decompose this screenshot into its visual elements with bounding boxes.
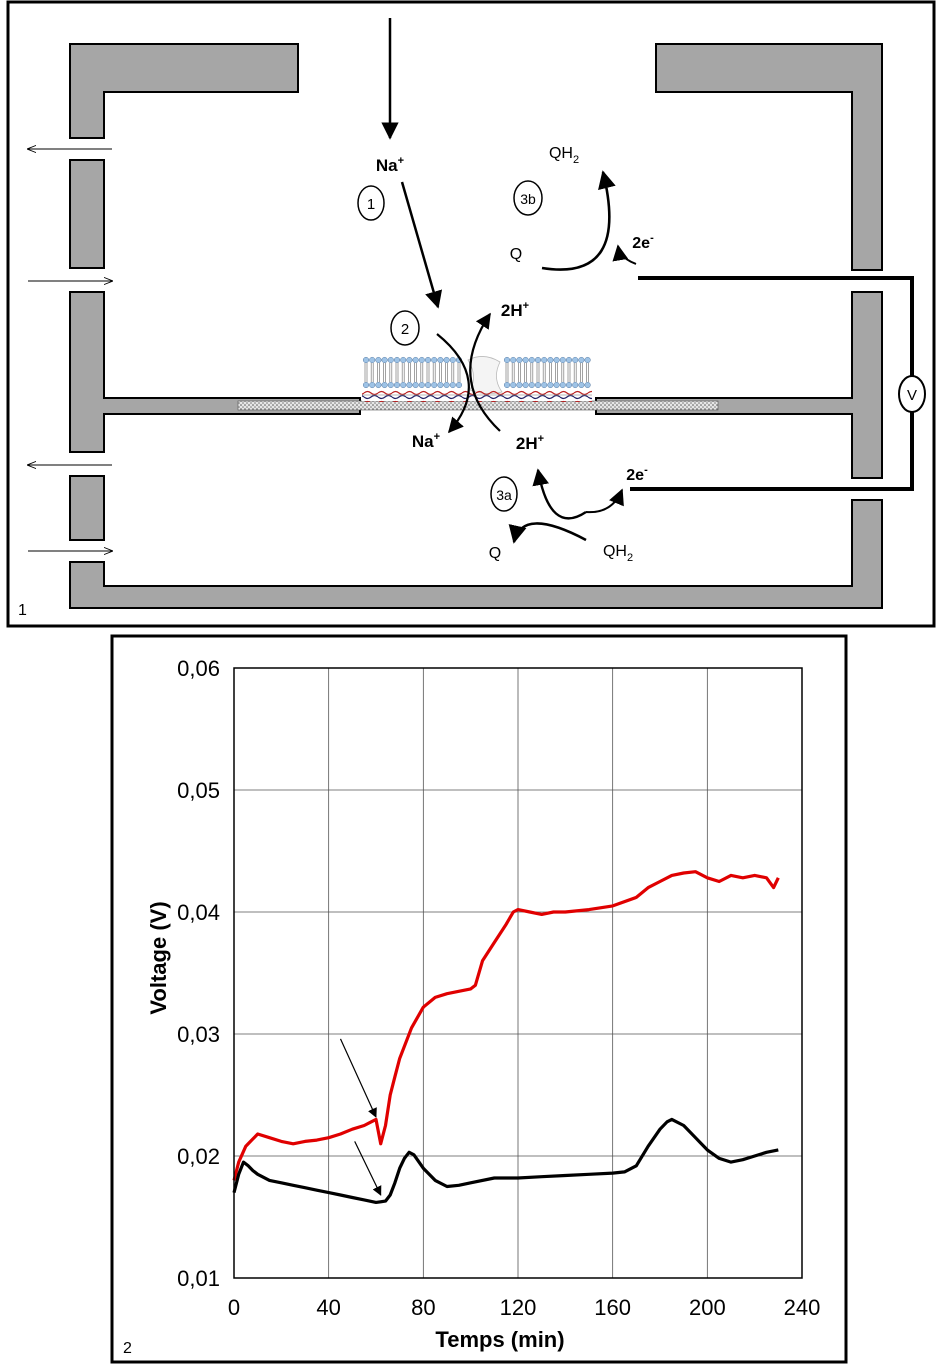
- x-tick-label: 40: [316, 1295, 340, 1320]
- reduction-arrow-top: [541, 170, 616, 271]
- y-tick-label: 0,05: [177, 778, 220, 803]
- x-tick-label: 200: [689, 1295, 726, 1320]
- step-2-label: 2: [401, 321, 409, 338]
- proton-translocation-arrow: [469, 312, 501, 432]
- panel-2-number: 2: [123, 1340, 132, 1357]
- chart-series: [232, 870, 780, 1205]
- label-q-bottom: Q: [489, 545, 501, 562]
- step-1-marker: [357, 185, 385, 221]
- chamber-walls: [69, 43, 883, 609]
- left-wall-top: [69, 43, 299, 139]
- series-line-red: [232, 870, 780, 1181]
- left-wall-mid-upper: [69, 159, 105, 269]
- panel-1-number: 1: [18, 602, 27, 619]
- electron-arrow-top: [612, 244, 637, 265]
- bottom-wall: [69, 499, 883, 609]
- step-2-marker: [390, 310, 420, 346]
- panel-1-frame: [6, 0, 936, 628]
- flow-arrows: [28, 149, 112, 551]
- step-1-label: 1: [367, 196, 375, 213]
- label-2h-top: 2H+: [501, 300, 529, 320]
- proton-release-arrow: [532, 468, 587, 520]
- y-tick-label: 0,04: [177, 900, 220, 925]
- label-2e-bottom: 2e-: [626, 464, 648, 484]
- y-tick-label: 0,03: [177, 1022, 220, 1047]
- electrode-bottom: [630, 411, 914, 491]
- voltmeter-icon: [898, 375, 926, 413]
- label-q-top: Q: [510, 246, 522, 263]
- voltmeter-label: V: [907, 387, 917, 404]
- chart-ticks: 0 40 80 120 160 200 240 0,01 0,02 0,03 0,04 0,05 0,0…: [177, 656, 820, 1320]
- right-wall-top: [655, 43, 883, 271]
- left-wall-mid: [69, 291, 361, 453]
- label-qh2-bottom: QH2: [603, 543, 633, 564]
- label-2e-top: 2e-: [632, 232, 654, 252]
- annotation-arrow: [354, 1141, 382, 1196]
- annotation-arrow: [339, 1038, 377, 1118]
- lipid-bilayer-left: [362, 356, 463, 389]
- lipid-bilayer-right: [503, 356, 591, 389]
- step-3a-label: 3a: [496, 487, 512, 503]
- label-na-top: Na+: [376, 155, 404, 175]
- chart-grid: [233, 667, 803, 1279]
- right-wall-mid: [595, 291, 883, 479]
- step-3a-marker: [490, 476, 518, 512]
- label-qh2-top: QH2: [549, 145, 579, 166]
- y-tick-label: 0,06: [177, 656, 220, 681]
- label-na-bottom: Na+: [412, 431, 440, 451]
- x-tick-label: 80: [411, 1295, 435, 1320]
- polymer-cushion: [362, 390, 592, 402]
- electrode-top: [638, 276, 914, 377]
- y-tick-label: 0,01: [177, 1266, 220, 1291]
- panel-2-frame: [110, 634, 848, 1364]
- step-3b-marker: [513, 180, 543, 216]
- x-tick-label: 240: [784, 1295, 821, 1320]
- electron-arrow-bottom: [585, 488, 624, 514]
- chart-annotations: [339, 1038, 382, 1196]
- lipid-membrane: [362, 355, 592, 402]
- oxidation-arrow-bottom: [508, 522, 587, 544]
- label-2h-bottom: 2H+: [516, 433, 544, 453]
- na-diffusion-arrow: [400, 181, 443, 309]
- left-wall-mid-lower: [69, 475, 105, 541]
- step-3b-label: 3b: [520, 191, 536, 207]
- x-tick-label: 160: [594, 1295, 631, 1320]
- x-tick-label: 120: [500, 1295, 537, 1320]
- panel-1-diagram: 1 Na+: [6, 0, 936, 628]
- y-tick-label: 0,02: [177, 1144, 220, 1169]
- series-line-black: [232, 1117, 779, 1205]
- na-translocation-arrow: [436, 333, 470, 434]
- plot-area-frame: [233, 667, 803, 1279]
- y-axis-label: Voltage (V): [146, 901, 171, 1014]
- x-tick-label: 0: [228, 1295, 240, 1320]
- x-axis-label: Temps (min): [435, 1327, 564, 1352]
